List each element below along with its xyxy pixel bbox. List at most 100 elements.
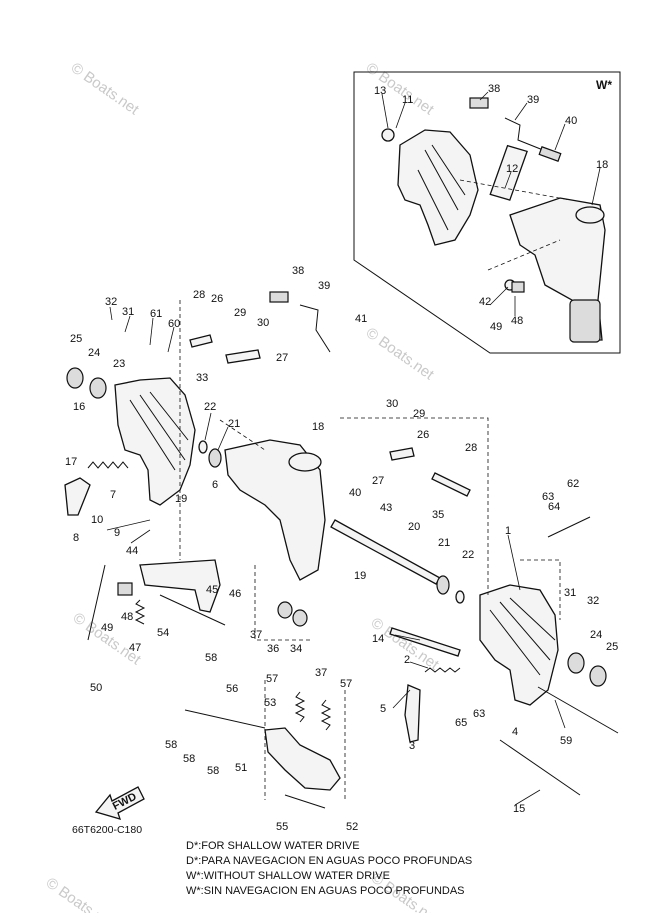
callout-main-19: 19	[175, 493, 187, 505]
inset-w-box	[353, 71, 621, 354]
callout-main-37: 37	[250, 629, 262, 641]
callout-main-40: 40	[349, 487, 361, 499]
callout-main-41: 41	[355, 313, 367, 325]
callout-inset-38: 38	[488, 83, 500, 95]
note-line-2: D*:PARA NAVEGACION EN AGUAS POCO PROFUND…	[186, 855, 473, 867]
callout-main-3: 3	[409, 740, 415, 752]
figure-code: 66T6200-C180	[72, 824, 143, 836]
callout-main-62: 62	[567, 478, 579, 490]
callout-main-51: 51	[235, 762, 247, 774]
callout-main-4: 4	[512, 726, 518, 738]
callout-main-19: 19	[354, 570, 366, 582]
left-clamp-bracket	[114, 377, 196, 506]
callout-main-54: 54	[157, 627, 169, 639]
callout-main-24: 24	[590, 629, 602, 641]
callout-inset-48: 48	[511, 315, 523, 327]
callout-main-38: 38	[292, 265, 304, 277]
callout-main-21: 21	[438, 537, 450, 549]
callout-inset-13: 13	[374, 85, 386, 97]
callout-main-45: 45	[206, 584, 218, 596]
callout-main-27: 27	[276, 352, 288, 364]
note-line-1: D*:FOR SHALLOW WATER DRIVE	[186, 840, 360, 852]
callout-main-32: 32	[105, 296, 117, 308]
callout-main-46: 46	[229, 588, 241, 600]
inset-part-40	[538, 146, 562, 162]
inset-part-38	[469, 97, 489, 109]
inset-part-48	[511, 281, 525, 293]
callout-main-35: 35	[432, 509, 444, 521]
leader-lines	[106, 91, 601, 806]
callout-main-5: 5	[380, 703, 386, 715]
callout-inset-42: 42	[479, 296, 491, 308]
callout-main-31: 31	[564, 587, 576, 599]
callout-main-23: 23	[113, 358, 125, 370]
watermark-7: © Boats.net	[43, 874, 118, 913]
callout-main-56: 56	[226, 683, 238, 695]
callout-main-50: 50	[90, 682, 102, 694]
callout-main-65: 65	[455, 717, 467, 729]
callout-main-22: 22	[462, 549, 474, 561]
callout-main-34: 34	[290, 643, 302, 655]
callout-main-21: 21	[228, 418, 240, 430]
inset-label: W*	[596, 78, 612, 92]
callout-main-57: 57	[266, 673, 278, 685]
callout-main-60: 60	[168, 318, 180, 330]
callout-main-10: 10	[91, 514, 103, 526]
callout-main-14: 14	[372, 633, 384, 645]
callout-main-48: 48	[121, 611, 133, 623]
callout-main-58: 58	[165, 739, 177, 751]
callout-main-63: 63	[542, 491, 554, 503]
callout-main-31: 31	[122, 306, 134, 318]
callout-main-26: 26	[417, 429, 429, 441]
callout-main-24: 24	[88, 347, 100, 359]
callout-inset-11: 11	[402, 94, 413, 106]
callout-main-29: 29	[413, 408, 425, 420]
watermark-3: © Boats.net	[363, 324, 438, 383]
fwd-arrow: FWD	[94, 786, 145, 820]
callout-main-64: 64	[548, 501, 560, 513]
callout-main-49: 49	[101, 622, 113, 634]
callout-main-28: 28	[465, 442, 477, 454]
callout-inset-39: 39	[527, 94, 539, 106]
callout-main-27: 27	[372, 475, 384, 487]
callout-main-22: 22	[204, 401, 216, 413]
callout-main-43: 43	[380, 502, 392, 514]
inset-clamp-bracket	[397, 129, 479, 246]
main-parts	[64, 291, 619, 809]
callout-main-17: 17	[65, 456, 77, 468]
callout-main-25: 25	[70, 333, 82, 345]
callout-inset-18: 18	[596, 159, 608, 171]
callout-main-18: 18	[312, 421, 324, 433]
inset-pin-12	[489, 144, 528, 201]
callout-main-53: 53	[264, 697, 276, 709]
callout-main-44: 44	[126, 545, 138, 557]
callout-main-61: 61	[150, 308, 162, 320]
callout-main-57: 57	[340, 678, 352, 690]
right-clamp-bracket	[479, 584, 559, 706]
callout-main-6: 6	[212, 479, 218, 491]
callout-main-9: 9	[114, 527, 120, 539]
callout-main-63: 63	[473, 708, 485, 720]
callout-main-15: 15	[513, 803, 525, 815]
callout-main-33: 33	[196, 372, 208, 384]
callout-main-29: 29	[234, 307, 246, 319]
callout-main-25: 25	[606, 641, 618, 653]
callout-main-58: 58	[205, 652, 217, 664]
callout-main-30: 30	[386, 398, 398, 410]
callout-main-7: 7	[110, 489, 116, 501]
callout-main-47: 47	[129, 642, 141, 654]
callout-main-28: 28	[193, 289, 205, 301]
callout-main-37: 37	[315, 667, 327, 679]
callout-main-26: 26	[211, 293, 223, 305]
callout-main-39: 39	[318, 280, 330, 292]
callout-main-8: 8	[73, 532, 79, 544]
inset-frame	[353, 71, 621, 354]
pin-20	[330, 519, 441, 585]
watermark-1: © Boats.net	[68, 59, 143, 118]
callout-main-30: 30	[257, 317, 269, 329]
callout-main-1: 1	[505, 525, 511, 537]
callout-main-59: 59	[560, 735, 572, 747]
